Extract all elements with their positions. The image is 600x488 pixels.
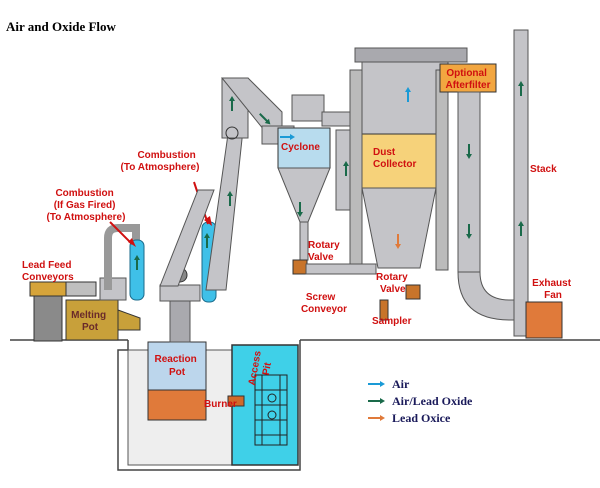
dust-collector xyxy=(349,47,468,271)
exhaust-duct xyxy=(457,29,529,337)
legend: Air Air/Lead Oxide Lead Oxice xyxy=(368,377,473,425)
riser-duct xyxy=(159,77,295,291)
air-arrow xyxy=(518,221,524,236)
stack-label: Stack xyxy=(530,164,557,175)
exhaust-fan xyxy=(525,301,563,339)
access-pit xyxy=(231,344,299,466)
rotary-valve-1 xyxy=(292,259,377,275)
svg-text:Air/Lead Oxide: Air/Lead Oxide xyxy=(392,394,473,408)
air-oxide-arrow xyxy=(134,255,140,270)
combustion-atm-label: Combustion (To Atmosphere) xyxy=(121,150,200,173)
lead-feed-label: Lead Feed Conveyors xyxy=(22,260,74,283)
air-arrow xyxy=(280,134,295,140)
sampler-label: Sampler xyxy=(372,316,412,327)
screw-conveyor-label: Screw Conveyor xyxy=(301,292,347,315)
air-oxide-arrow xyxy=(297,202,303,217)
svg-text:Air: Air xyxy=(392,377,410,391)
air-arrow xyxy=(466,224,472,239)
lead-oxide-arrow xyxy=(395,234,401,249)
rotary-valve-2 xyxy=(379,284,421,321)
legend-item-air: Air xyxy=(368,377,410,391)
burner xyxy=(227,395,245,407)
melting-pot-label: Melting Pot xyxy=(71,310,109,333)
reaction-pot-label: Reaction Pot xyxy=(154,354,199,378)
lead-feed-conveyors xyxy=(29,281,97,342)
legend-item-lead-oxide: Lead Oxice xyxy=(368,411,451,425)
air-oxide-arrow xyxy=(259,113,271,125)
air-oxide-arrow xyxy=(204,233,210,248)
air-arrow xyxy=(405,87,411,102)
air-oxide-arrow xyxy=(343,161,349,176)
air-oxide-arrow xyxy=(227,191,233,206)
air-arrow xyxy=(466,144,472,159)
rotary-valve-2-label: Rotary Valve xyxy=(376,272,410,295)
cyclone xyxy=(277,94,331,261)
reaction-pot xyxy=(147,267,207,421)
combustion-gas-label: Combustion (If Gas Fired) (To Atmosphere… xyxy=(47,188,126,223)
air-oxide-arrow xyxy=(229,96,235,111)
air-arrow xyxy=(518,81,524,96)
rotary-valve-1-label: Rotary Valve xyxy=(308,240,342,263)
cyclone-label: Cyclone xyxy=(281,142,320,153)
svg-text:Lead Oxice: Lead Oxice xyxy=(392,411,451,425)
flow-arrows xyxy=(134,81,524,270)
optional-afterfilter xyxy=(439,63,497,93)
dust-collector-label: Dust Collector xyxy=(373,147,416,170)
exhaust-fan-label: Exhaust Fan xyxy=(532,278,574,301)
afterfilter-label: Optional Afterfilter xyxy=(445,68,490,91)
diagram-title: Air and Oxide Flow xyxy=(6,19,117,34)
ground-outline xyxy=(10,339,600,471)
legend-item-air-lead-oxide: Air/Lead Oxide xyxy=(368,394,473,408)
burner-label: Burner xyxy=(204,399,237,410)
